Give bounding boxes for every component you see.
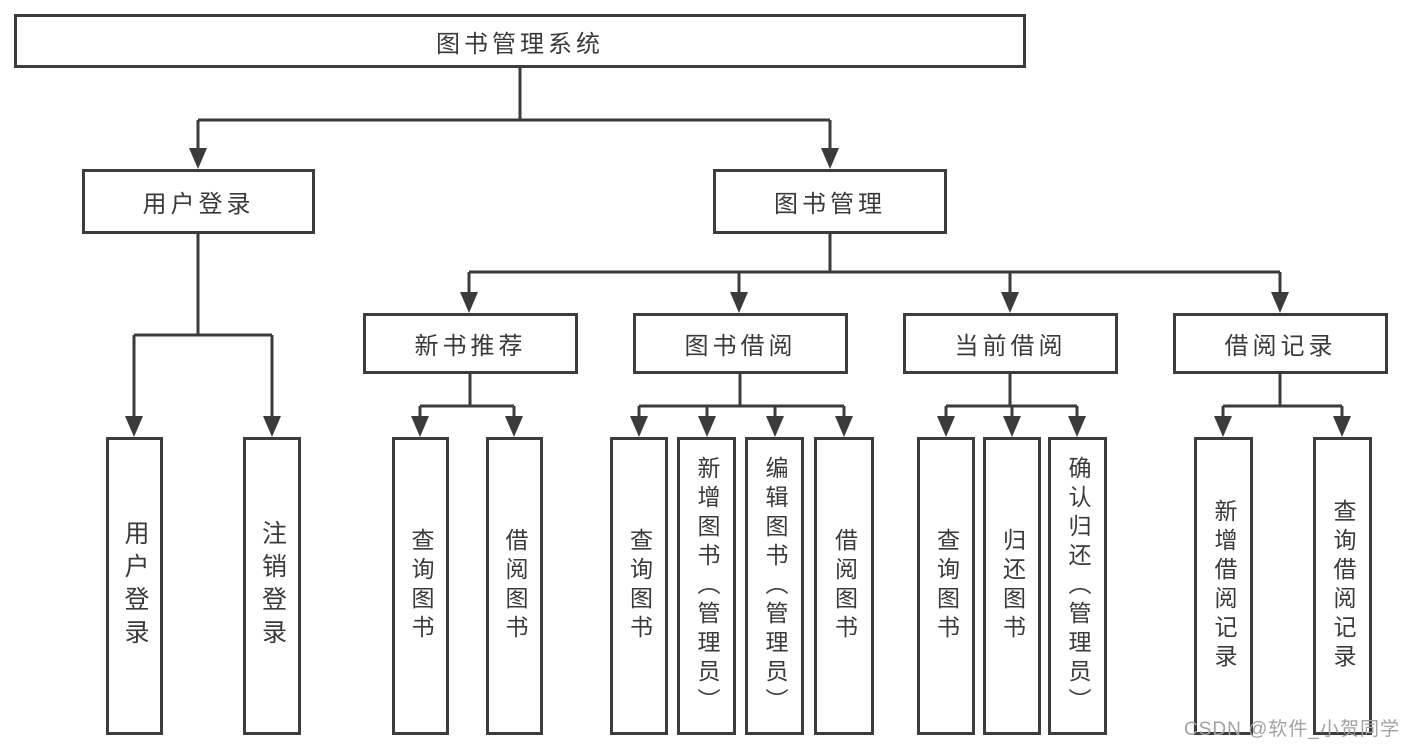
leaf-query-books-recommend: 查询图书 [392,437,449,735]
node-label: 用户登录 [142,191,255,218]
leaf-label: 新增图书（管理员） [694,455,720,717]
leaf-label: 查询借阅记录 [1330,499,1356,673]
node-user-login: 用户登录 [82,169,315,234]
leaf-label: 借阅图书 [831,528,858,644]
leaf-return-book: 归还图书 [983,437,1041,735]
csdn-watermark: CSDN @软件_小贺同学 [1184,719,1400,740]
leaf-label: 新增借阅记录 [1211,499,1237,673]
node-book-management: 图书管理 [713,169,947,234]
leaf-label: 用户登录 [121,520,149,652]
leaf-edit-book-admin: 编辑图书（管理员） [745,437,804,735]
node-borrowing-records: 借阅记录 [1173,313,1388,374]
leaf-borrow-book: 借阅图书 [814,437,874,735]
leaf-add-book-admin: 新增图书（管理员） [677,437,736,735]
node-label: 图书管理 [774,191,886,218]
node-label: 图书管理系统 [436,30,604,58]
leaf-label: 编辑图书（管理员） [762,455,788,717]
node-label: 借阅记录 [1224,333,1337,360]
leaf-add-borrow-record: 新增借阅记录 [1194,437,1253,735]
leaf-label: 确认归还（管理员） [1065,455,1091,717]
leaf-borrow-books-recommend: 借阅图书 [486,437,543,735]
leaf-label: 查询图书 [408,528,434,644]
node-label: 新书推荐 [414,333,527,360]
leaf-query-books-borrowing: 查询图书 [610,437,668,735]
leaf-label: 注销登录 [258,520,287,652]
leaf-user-login: 用户登录 [106,437,163,735]
leaf-query-books-current: 查询图书 [917,437,975,735]
leaf-query-borrow-record: 查询借阅记录 [1313,437,1372,735]
leaf-label: 查询图书 [933,528,960,644]
leaf-label: 查询图书 [626,528,653,644]
leaf-label: 借阅图书 [502,528,528,644]
leaf-logout: 注销登录 [243,437,301,735]
leaf-label: 归还图书 [999,528,1026,644]
node-library-management-system: 图书管理系统 [14,14,1026,68]
node-label: 图书借阅 [684,333,797,360]
node-new-book-recommendation: 新书推荐 [363,313,578,374]
node-current-borrowing: 当前借阅 [903,313,1118,374]
leaf-confirm-return-admin: 确认归还（管理员） [1048,437,1107,735]
node-book-borrowing: 图书借阅 [633,313,848,374]
node-label: 当前借阅 [954,333,1067,360]
